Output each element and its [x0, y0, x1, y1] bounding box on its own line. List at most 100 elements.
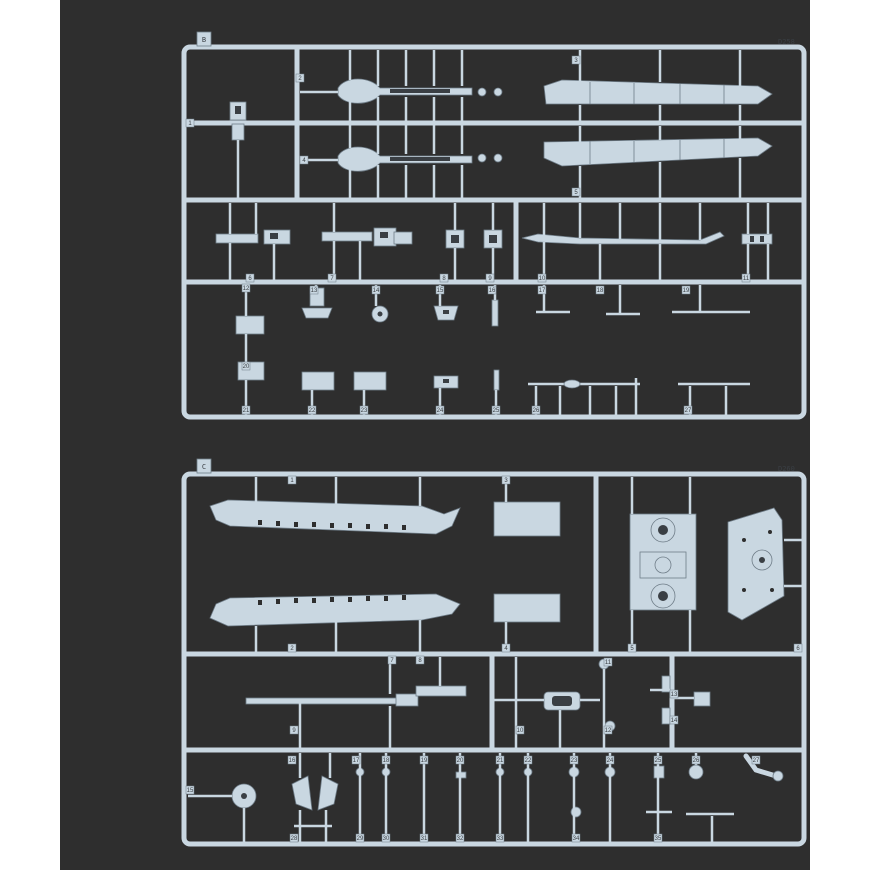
part-axe-b: [317, 775, 339, 811]
part-number-tag: [241, 283, 251, 293]
part-number-label: 3: [574, 58, 578, 64]
part-number-label: 5: [574, 190, 578, 196]
gates-row1: [300, 50, 464, 198]
part-number-label: 30: [383, 836, 390, 842]
part-number-label: 9: [292, 728, 296, 734]
part-bracket-a: [215, 229, 291, 245]
part-number-tag: [605, 755, 615, 765]
sprue-bottom-frame: [181, 471, 807, 847]
part-number-tag: [501, 475, 511, 485]
part-box-a: [235, 315, 265, 335]
part-number-tag: [299, 155, 309, 165]
part-number-label: 10: [539, 276, 546, 282]
part-mantlet: [543, 691, 581, 711]
part-number-label: 14: [671, 718, 678, 724]
part-number-label: 16: [489, 288, 496, 294]
part-number-tag: [185, 785, 195, 795]
part-number-tag: [741, 273, 751, 283]
part-gun-barrel: [245, 685, 467, 707]
part-number-label: 15: [437, 288, 444, 294]
part-number-label: 11: [743, 276, 750, 282]
sprue-bottom-code: D260: [778, 465, 795, 473]
part-hull-side-upper: [209, 499, 461, 535]
part-number-tag: [681, 285, 691, 295]
part-small-assembly: [741, 233, 773, 245]
part-fender-lower: [543, 137, 773, 167]
part-number-tag: [289, 725, 299, 735]
part-box-c: [301, 371, 335, 391]
part-number-label: 26: [533, 408, 540, 414]
part-number-tag: [653, 833, 663, 843]
sprue-sheet: .rn { fill: none; stroke: #c9d7e1; strok…: [60, 0, 810, 870]
part-number-label: 4: [504, 646, 508, 652]
part-number-label: 18: [383, 758, 390, 764]
part-number-tag: [355, 833, 365, 843]
part-pin: [491, 299, 499, 327]
part-number-label: 31: [421, 836, 428, 842]
sprue-bottom-tab: [196, 458, 212, 474]
part-box-d: [353, 371, 387, 391]
part-number-tag: [381, 755, 391, 765]
part-number-label: 3: [504, 478, 508, 484]
part-plate-upper: [493, 501, 561, 537]
part-number-label: 26: [693, 758, 700, 764]
sprue-artwork: .rn { fill: none; stroke: #c9d7e1; strok…: [181, 31, 807, 847]
part-number-tag: [571, 55, 581, 65]
part-number-label: 22: [309, 408, 316, 414]
part-number-tag: [307, 405, 317, 415]
part-number-tag: [371, 285, 381, 295]
part-number-label: 25: [655, 758, 662, 764]
part-number-label: 28: [291, 836, 298, 842]
part-number-tag: [669, 689, 679, 699]
part-number-tag: [289, 833, 299, 843]
part-number-label: 24: [607, 758, 614, 764]
part-number-tag: [327, 273, 337, 283]
part-wheel-spoked: [188, 783, 257, 809]
part-number-tag: [435, 285, 445, 295]
part-number-tag: [571, 833, 581, 843]
part-number-tag: [603, 725, 613, 735]
part-rear-plate: [727, 507, 785, 621]
part-number-label: 27: [753, 758, 760, 764]
part-pin-b: [493, 369, 500, 391]
part-number-label: 2: [290, 646, 294, 652]
part-number-tag: [387, 655, 397, 665]
part-number-label: 13: [311, 288, 318, 294]
sprue-bottom-letter: C: [202, 463, 206, 471]
part-hatch-a: [445, 229, 465, 249]
part-number-label: 12: [605, 728, 612, 734]
part-mechanism: [229, 101, 247, 198]
part-number-label: 12: [243, 286, 250, 292]
part-number-tag: [793, 643, 803, 653]
part-number-label: 10: [517, 728, 524, 734]
part-number-tag: [531, 405, 541, 415]
part-number-tag: [419, 833, 429, 843]
part-wheel-small: [371, 305, 389, 323]
gates-bottom-row3: [242, 753, 714, 842]
part-number-label: 7: [390, 658, 394, 664]
part-number-tag: [669, 715, 679, 725]
gates-fenders: [578, 50, 742, 198]
part-number-label: 24: [437, 408, 444, 414]
sprue-bottom: C D260: [181, 458, 807, 847]
part-hatch-b: [483, 229, 503, 249]
part-tools-row3: [536, 310, 750, 316]
part-number-tag: [287, 475, 297, 485]
part-number-label: 8: [418, 658, 422, 664]
part-number-tag: [569, 755, 579, 765]
part-number-label: 8: [442, 276, 446, 282]
part-number-tag: [571, 187, 581, 197]
part-number-tag: [435, 405, 445, 415]
part-cups-row: [355, 764, 704, 780]
part-number-tag: [415, 655, 425, 665]
sprue-top-letter: B: [202, 36, 206, 44]
part-number-label: 25: [493, 408, 500, 414]
part-small-fittings: [598, 658, 711, 732]
part-number-tag: [683, 405, 693, 415]
part-number-tag: [241, 361, 251, 371]
part-number-tag: [359, 405, 369, 415]
part-track-link-lower: [337, 146, 503, 172]
part-number-label: 21: [243, 408, 250, 414]
part-number-label: 33: [497, 836, 504, 842]
